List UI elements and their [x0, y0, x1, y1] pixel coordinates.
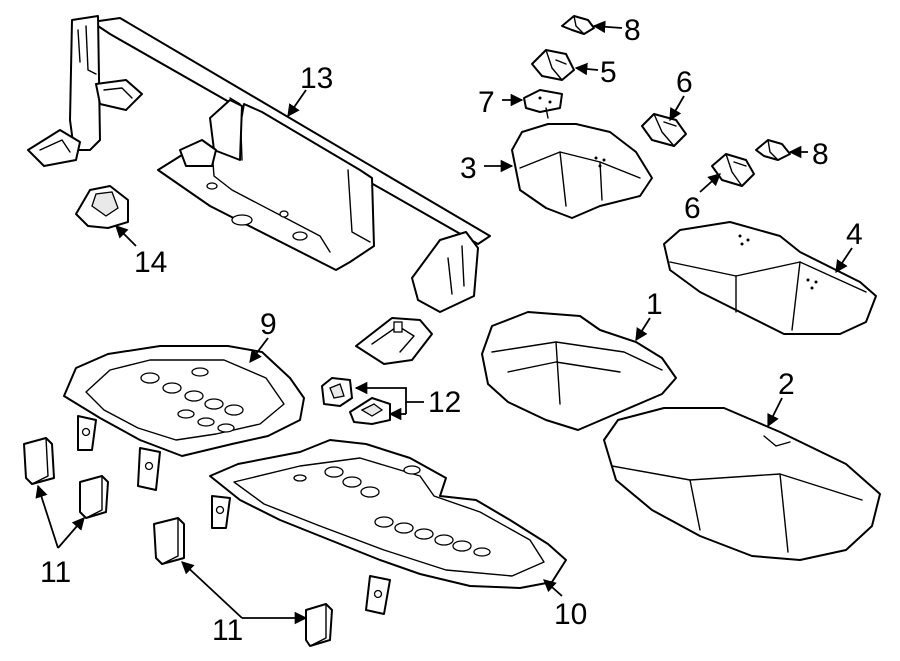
callout-11-bottom: 11 — [212, 614, 243, 647]
callout-14: 14 — [134, 246, 167, 279]
block-part-12 — [321, 377, 391, 425]
cushion-pan-part-9 — [63, 345, 305, 491]
pad-part-11 — [23, 437, 333, 647]
callout-1: 1 — [646, 288, 663, 321]
seat-frame-part-13 — [27, 15, 491, 365]
callout-9: 9 — [260, 308, 277, 341]
callout-8-mid: 8 — [812, 138, 829, 171]
callout-12: 12 — [428, 386, 461, 419]
seat-cushion-part-1 — [481, 311, 677, 431]
callout-6-top: 6 — [676, 66, 693, 99]
callout-5: 5 — [600, 56, 617, 89]
clip-part-8-top — [561, 15, 595, 35]
clip-part-6-mid — [711, 153, 755, 187]
callout-13: 13 — [300, 62, 333, 95]
cushion-pan-part-10 — [209, 439, 567, 615]
callout-8-top: 8 — [624, 14, 641, 47]
leader-lines — [35, 20, 853, 625]
callout-7: 7 — [478, 86, 495, 119]
callout-10: 10 — [554, 598, 587, 631]
callout-3: 3 — [460, 152, 477, 185]
seat-cushion-part-4 — [663, 221, 877, 335]
callout-11-left: 11 — [40, 556, 71, 589]
seat-cushion-part-3 — [511, 123, 653, 219]
callout-6-mid: 6 — [684, 192, 701, 225]
seat-cushion-part-2 — [603, 407, 881, 561]
callout-2: 2 — [778, 368, 795, 401]
clip-part-14 — [75, 185, 129, 229]
clip-part-7 — [523, 89, 563, 119]
clip-part-8-mid — [755, 139, 791, 161]
callout-4: 4 — [846, 218, 863, 251]
clip-part-6-top — [641, 113, 687, 147]
clip-part-5 — [531, 49, 575, 81]
